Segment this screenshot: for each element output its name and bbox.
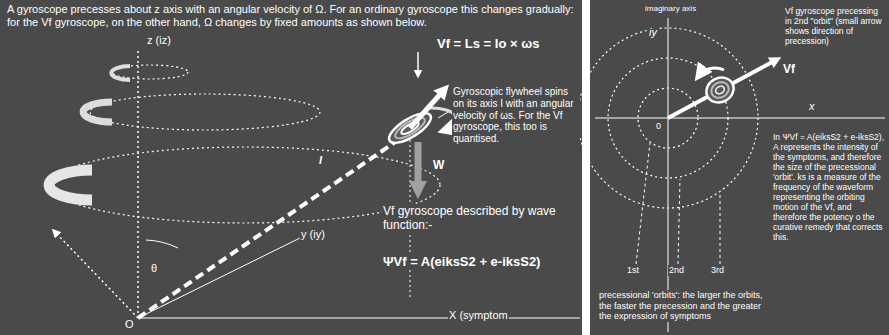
intro-note: A gyroscope precesses about z axis with … — [6, 3, 580, 29]
right-panel — [590, 0, 889, 335]
projection-line — [55, 232, 138, 318]
leader-line — [678, 179, 680, 264]
orbit-note: precessional 'orbits': the larger the or… — [598, 290, 774, 322]
vf-vector — [410, 90, 444, 128]
precession-arrow — [700, 68, 724, 74]
origin-label: O — [124, 318, 135, 331]
precession-band — [83, 102, 112, 122]
orbit-number: 1st — [626, 265, 640, 276]
force-label: W — [432, 158, 445, 172]
vector-label: Vf — [782, 62, 796, 76]
z-axis — [137, 50, 139, 318]
formula: Vf = Ls = Io × ωs — [436, 36, 540, 51]
angle-label: θ — [150, 262, 158, 275]
x-axis — [138, 318, 580, 319]
axis-label: y (iy) — [300, 228, 326, 241]
wave-note: Vf gyroscope described by wave function:… — [382, 204, 562, 232]
axis-label: z (iz) — [146, 34, 172, 47]
left-panel — [0, 0, 582, 335]
orbit-number: 2nd — [668, 265, 685, 276]
axis-label: I — [318, 154, 323, 167]
explanation-note: In ΨVf = A(eiksS2 + e-iksS2), A represen… — [772, 132, 886, 242]
orbit-number: 3rd — [710, 265, 725, 276]
pointer-arrow — [417, 52, 419, 74]
leader-line — [720, 193, 721, 264]
axis-label: x — [808, 100, 816, 113]
callout-note: Gyroscopic flywheel spins on its axis I … — [452, 86, 580, 145]
imaginary-axis — [668, 18, 669, 332]
spin-axis — [138, 136, 404, 318]
axis-label: X (symptom — [448, 309, 509, 322]
weight-arrow — [415, 142, 422, 190]
orbit-ellipse — [112, 65, 188, 79]
angle-arc — [146, 240, 178, 248]
vf-vector — [668, 60, 776, 118]
origin-label: 0 — [655, 121, 662, 132]
orbit-ellipse — [90, 94, 320, 130]
precession-band — [49, 170, 92, 200]
leader-line — [438, 112, 448, 118]
wave-formula: ΨVf = A(eiksS2 + e-iksS2) — [382, 254, 541, 269]
precession-band — [111, 66, 130, 80]
callout-note: Vf gyroscope precessing in 2nd "orbit" (… — [784, 6, 886, 46]
leader-line — [636, 143, 650, 264]
axis-label: iy — [648, 26, 658, 39]
flywheel — [702, 73, 738, 107]
y-axis — [138, 238, 300, 318]
axis-label: imaginary axis — [644, 4, 697, 13]
real-axis — [595, 118, 885, 119]
